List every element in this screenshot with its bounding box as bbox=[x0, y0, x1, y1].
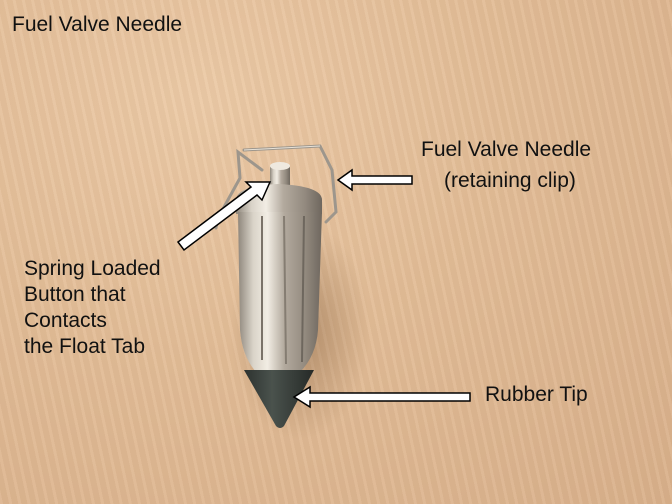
label-rubber-tip: Rubber Tip bbox=[485, 383, 588, 406]
label-spring-line: Contacts bbox=[24, 309, 107, 332]
label-clip-line1: Fuel Valve Needle bbox=[421, 138, 592, 161]
retaining-clip-highlight bbox=[243, 145, 321, 151]
needle-body bbox=[238, 212, 322, 372]
spring-button-top bbox=[270, 162, 290, 170]
photo-title: Fuel Valve Needle bbox=[12, 13, 183, 36]
arrow-to-clip bbox=[336, 168, 413, 192]
body-groove-2 bbox=[283, 215, 287, 365]
label-spring-button: Spring Loaded Button that Contacts the F… bbox=[24, 256, 161, 360]
label-spring-line: the Float Tab bbox=[24, 335, 146, 358]
label-spring-line: Spring Loaded bbox=[24, 257, 161, 280]
arrow-to-rubber-tip bbox=[292, 385, 471, 409]
label-spring-line: Button that bbox=[24, 283, 126, 306]
arrow-to-spring-button bbox=[176, 181, 272, 252]
label-clip-line2: (retaining clip) bbox=[444, 169, 576, 192]
rubber-tip-cone bbox=[244, 370, 314, 428]
body-groove-3 bbox=[301, 215, 305, 363]
